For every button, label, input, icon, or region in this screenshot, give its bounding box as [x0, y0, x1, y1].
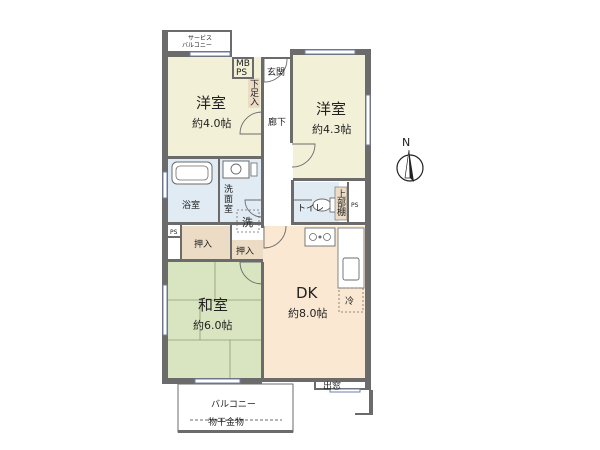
western-room-2-floor [293, 55, 365, 180]
washroom-label: 洗面室 [224, 183, 233, 215]
balcony-rail [178, 430, 293, 433]
bay-window-label: 出窓 [323, 380, 341, 392]
ps-right-label: PS [351, 202, 359, 209]
western-room-2-area: 約4.3帖 [312, 122, 352, 136]
japanese-room-floor [168, 262, 263, 378]
western-room-2-name: 洋室 [316, 100, 346, 118]
closet-2-floor [232, 240, 263, 260]
western-room-1-area: 約4.0帖 [192, 116, 232, 130]
compass-north-label: N [402, 136, 410, 149]
western-room-1-name: 洋室 [196, 94, 226, 112]
stove-fixture [304, 227, 336, 247]
closet-1-floor [182, 226, 230, 260]
tatami-lines [168, 262, 263, 378]
service-balcony-label: サービスバルコニー [182, 34, 212, 49]
sink-fixture [342, 257, 360, 281]
bathtub-fixture [171, 161, 213, 185]
upper-cabinet-box [334, 186, 348, 221]
bath-label: 浴室 [182, 199, 200, 211]
door-swings [218, 58, 316, 285]
washer-space [236, 209, 260, 233]
toilet-fixture [312, 197, 339, 213]
dk-name: DK [296, 284, 319, 302]
fridge-space [338, 287, 364, 313]
hallway-label: 廊下 [268, 116, 286, 128]
wash-basin-fixture [222, 160, 258, 179]
fridge-label: 冷 [345, 295, 354, 307]
windows [162, 49, 371, 393]
compass-icon [396, 149, 424, 182]
dk-area: 約8.0帖 [288, 306, 328, 320]
washer-label: 洗 [242, 216, 253, 229]
japanese-room-name: 和室 [198, 296, 228, 314]
shoe-closet-label: 下足入 [250, 80, 259, 108]
shoe-closet-floor [248, 78, 260, 108]
closet-2-label: 押入 [236, 245, 254, 257]
balcony-label: バルコニー [211, 399, 256, 410]
upper-cabinet-label: 上部棚 [337, 189, 346, 218]
ps-left-label: PS [170, 229, 178, 236]
toilet-label: トイレ [297, 204, 324, 214]
western-room-1-floor [168, 57, 263, 158]
japanese-room-area: 約6.0帖 [193, 318, 233, 332]
entrance-label: 玄関 [267, 66, 285, 78]
clothes-pole-label: 物干金物 [208, 416, 244, 428]
closet-1-label: 押入 [194, 238, 212, 250]
